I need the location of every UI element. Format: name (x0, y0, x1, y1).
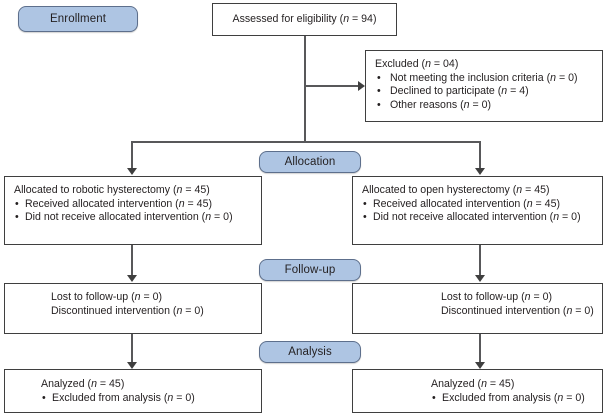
excluded-heading: Excluded (n = 04) (375, 58, 459, 70)
left-allocation-heading: Allocated to robotic hysterectomy (n = 4… (14, 184, 210, 196)
box-right-followup: Lost to follow-up (n = 0) Discontinued i… (352, 283, 603, 334)
right-analysis-heading: Analyzed (n = 45) (431, 378, 515, 390)
left-allocation-bullet-1: Did not receive allocated intervention (… (14, 211, 252, 225)
italic-n: n (178, 197, 185, 210)
assessed-text: Assessed for eligibility (n = 94) (232, 13, 377, 25)
connector-excluded-branch (304, 85, 360, 87)
italic-n: n (550, 71, 557, 84)
right-followup-line-0: Lost to follow-up (n = 0) (441, 291, 553, 303)
box-assessed-for-eligibility: Assessed for eligibility (n = 94) (212, 3, 397, 36)
italic-n: n (176, 184, 183, 196)
connector-left-allocation-to-followup (131, 245, 133, 277)
italic-n: n (425, 58, 431, 70)
italic-n: n (481, 378, 487, 390)
italic-n: n (205, 211, 212, 224)
italic-n: n (526, 197, 533, 210)
connector-allocation-splitter (131, 141, 481, 143)
right-followup-line-1: Discontinued intervention (n = 0) (441, 304, 594, 317)
connector-left-allocation-drop (131, 141, 133, 170)
stage-label-followup: Follow-up (284, 264, 336, 276)
left-followup-line-0: Lost to follow-up (n = 0) (51, 291, 163, 303)
left-analysis-bullet-0: Excluded from analysis (n = 0) (41, 392, 252, 406)
stage-pill-enrollment: Enrollment (18, 6, 138, 32)
italic-n: n (501, 85, 508, 98)
italic-n: n (463, 98, 470, 111)
left-analysis-heading: Analyzed (n = 45) (41, 378, 125, 390)
connector-left-followup-to-analysis (131, 334, 133, 364)
box-left-followup: Lost to follow-up (n = 0) Discontinued i… (4, 283, 262, 334)
italic-n: n (91, 378, 97, 390)
box-excluded: Excluded (n = 04) Not meeting the inclus… (365, 50, 603, 122)
stage-label-analysis: Analysis (288, 346, 332, 358)
italic-n: n (557, 391, 564, 404)
connector-right-allocation-drop (479, 141, 481, 170)
arrow-to-right-allocation (475, 168, 485, 175)
italic-n: n (553, 211, 560, 224)
italic-n: n (516, 184, 523, 196)
italic-n: n (343, 13, 350, 25)
arrow-to-right-followup (475, 275, 485, 282)
arrow-to-left-analysis (127, 362, 137, 369)
excluded-reason-2: Other reasons (n = 0) (375, 99, 593, 113)
stage-label-enrollment: Enrollment (50, 13, 106, 25)
connector-right-followup-to-analysis (479, 334, 481, 364)
italic-n: n (566, 304, 573, 317)
arrow-to-left-followup (127, 275, 137, 282)
box-right-analysis: Analyzed (n = 45) Excluded from analysis… (352, 369, 603, 413)
italic-n: n (134, 291, 141, 303)
right-allocation-bullet-0: Received allocated intervention (n = 45) (362, 198, 593, 212)
left-allocation-bullet-0: Received allocated intervention (n = 45) (14, 198, 252, 212)
connector-assessed-trunk (304, 36, 306, 142)
right-allocation-heading: Allocated to open hysterectomy (n = 45) (362, 184, 550, 196)
arrow-to-left-allocation (127, 168, 137, 175)
arrow-to-excluded (358, 81, 365, 91)
stage-label-allocation: Allocation (284, 156, 336, 168)
italic-n: n (524, 291, 531, 303)
italic-n: n (167, 391, 174, 404)
box-left-allocation: Allocated to robotic hysterectomy (n = 4… (4, 176, 262, 245)
left-followup-line-1: Discontinued intervention (n = 0) (51, 304, 204, 317)
excluded-reason-0: Not meeting the inclusion criteria (n = … (375, 72, 593, 86)
right-analysis-bullet-0: Excluded from analysis (n = 0) (431, 392, 593, 406)
stage-pill-followup: Follow-up (259, 259, 361, 281)
stage-pill-analysis: Analysis (259, 341, 361, 363)
arrow-to-right-analysis (475, 362, 485, 369)
right-allocation-bullet-1: Did not receive allocated intervention (… (362, 211, 593, 225)
stage-pill-allocation: Allocation (259, 151, 361, 173)
box-left-analysis: Analyzed (n = 45) Excluded from analysis… (4, 369, 262, 413)
box-right-allocation: Allocated to open hysterectomy (n = 45) … (352, 176, 603, 245)
excluded-reason-1: Declined to participate (n = 4) (375, 85, 593, 99)
connector-right-allocation-to-followup (479, 245, 481, 277)
italic-n: n (176, 304, 183, 317)
